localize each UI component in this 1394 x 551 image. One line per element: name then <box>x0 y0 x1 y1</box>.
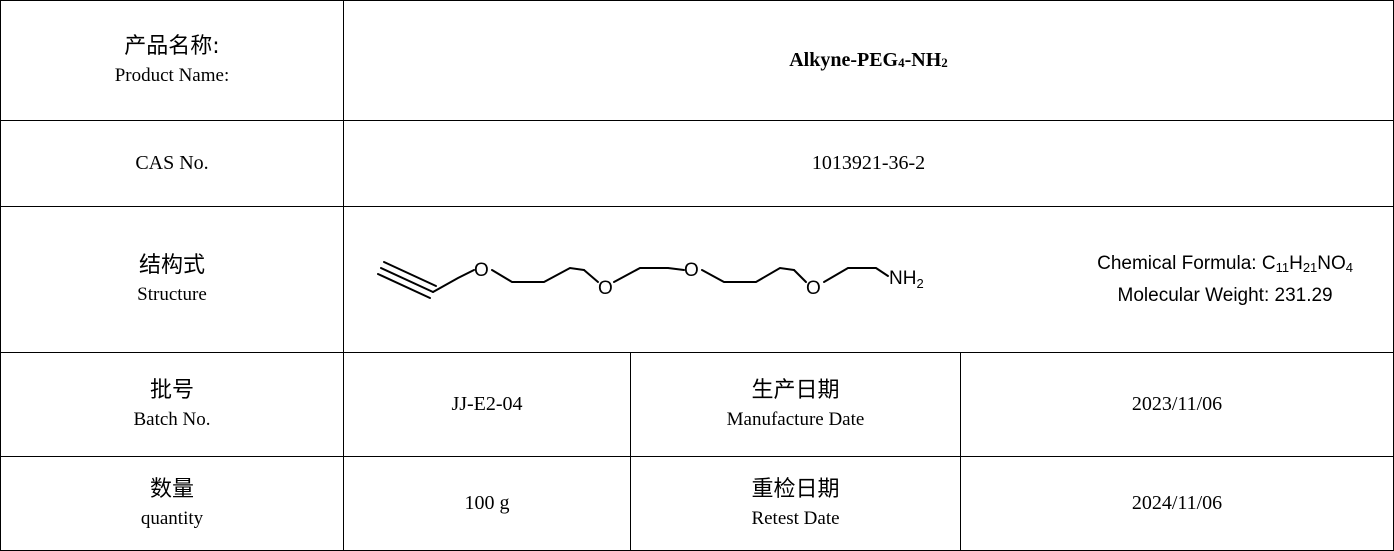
cas-value: 1013921-36-2 <box>811 152 926 174</box>
row-quantity: 数量 quantity 100 g 重检日期 Retest Date 2024/… <box>0 456 1394 551</box>
row-batch: 批号 Batch No. JJ-E2-04 生产日期 Manufacture D… <box>0 352 1394 457</box>
atom-nh: NH <box>889 268 916 289</box>
manufacture-value-cell: 2023/11/06 <box>959 352 1394 457</box>
row-cas: CAS No. 1013921-36-2 <box>0 120 1394 207</box>
cas-value-cell: 1013921-36-2 <box>342 120 1394 207</box>
structure-label-zh: 结构式 <box>138 252 205 278</box>
alkyne-bond-1 <box>377 272 431 299</box>
alkyne-bond-3 <box>383 260 437 287</box>
atom-nh2: NH2 <box>889 268 924 291</box>
formula-h: H <box>1289 252 1303 274</box>
batch-label-zh: 批号 <box>149 377 194 403</box>
atom-o-2: O <box>598 278 613 299</box>
manufacture-label-cell: 生产日期 Manufacture Date <box>630 352 961 457</box>
atom-nh-sub: 2 <box>916 276 923 291</box>
chemical-formula: Chemical Formula: C11H21NO4 <box>1097 250 1353 282</box>
chain-5 <box>667 266 685 271</box>
quantity-label-zh: 数量 <box>149 476 194 502</box>
chain-8 <box>823 266 889 283</box>
structure-label-cell: 结构式 Structure <box>0 206 344 353</box>
formula-c: C <box>1261 252 1276 274</box>
row-product-name: 产品名称: Product Name: Alkyne-PEG4-NH2 <box>0 0 1394 121</box>
chain-6 <box>701 266 795 283</box>
cas-label-cell: CAS No. <box>0 120 344 207</box>
retest-label-en: Retest Date <box>751 507 840 529</box>
atom-o-3: O <box>684 260 699 281</box>
retest-value-cell: 2024/11/06 <box>959 456 1394 551</box>
formula-box: Chemical Formula: C11H21NO4 Molecular We… <box>1097 250 1353 310</box>
product-name-mid: -NH <box>904 49 942 71</box>
structure-content: O O O O NH2 Chemical Formula: C11H21NO4 … <box>344 240 1393 320</box>
quantity-label-en: quantity <box>140 507 204 529</box>
chain-2 <box>491 266 585 283</box>
structure-label-en: Structure <box>137 283 207 305</box>
manufacture-label-zh: 生产日期 <box>751 377 840 403</box>
atom-o-1: O <box>474 260 489 281</box>
structure-value-cell: O O O O NH2 Chemical Formula: C11H21NO4 … <box>342 206 1394 353</box>
product-name-value: Alkyne-PEG4-NH2 <box>789 49 948 71</box>
chain-4 <box>613 266 669 283</box>
row-structure: 结构式 Structure <box>0 206 1394 353</box>
quantity-label-cell: 数量 quantity <box>0 456 344 551</box>
chain-3 <box>583 268 599 283</box>
cas-label: CAS No. <box>135 152 209 174</box>
formula-label: Chemical Formula: <box>1097 252 1262 274</box>
batch-label-en: Batch No. <box>133 408 211 430</box>
product-name-label-zh: 产品名称: <box>124 33 220 59</box>
formula-no: NO <box>1317 252 1346 274</box>
product-name-sub1: 4 <box>898 55 905 70</box>
product-name-value-cell: Alkyne-PEG4-NH2 <box>342 0 1394 121</box>
chain-7 <box>793 268 807 283</box>
batch-label-cell: 批号 Batch No. <box>0 352 344 457</box>
molecular-weight: Molecular Weight: 231.29 <box>1117 284 1333 306</box>
chemical-structure-diagram: O O O O NH2 <box>377 260 924 299</box>
alkyne-bond-2 <box>380 266 434 293</box>
product-name-label-en: Product Name: <box>114 64 230 86</box>
quantity-value-cell: 100 g <box>343 456 631 551</box>
batch-value: JJ-E2-04 <box>451 393 523 415</box>
formula-o-count: 4 <box>1345 259 1354 275</box>
batch-value-cell: JJ-E2-04 <box>343 352 631 457</box>
atom-o-4: O <box>806 278 821 299</box>
formula-c-count: 11 <box>1275 259 1290 275</box>
formula-h-count: 21 <box>1302 259 1318 275</box>
manufacture-value: 2023/11/06 <box>1131 393 1223 415</box>
quantity-value: 100 g <box>464 492 510 514</box>
product-name-main: Alkyne-PEG <box>789 49 899 71</box>
retest-value: 2024/11/06 <box>1131 492 1223 514</box>
manufacture-label-en: Manufacture Date <box>726 408 865 430</box>
product-name-sub2: 2 <box>941 55 948 70</box>
chain-1 <box>432 268 475 293</box>
retest-label-zh: 重检日期 <box>751 476 840 502</box>
retest-label-cell: 重检日期 Retest Date <box>630 456 961 551</box>
product-name-label-cell: 产品名称: Product Name: <box>0 0 344 121</box>
